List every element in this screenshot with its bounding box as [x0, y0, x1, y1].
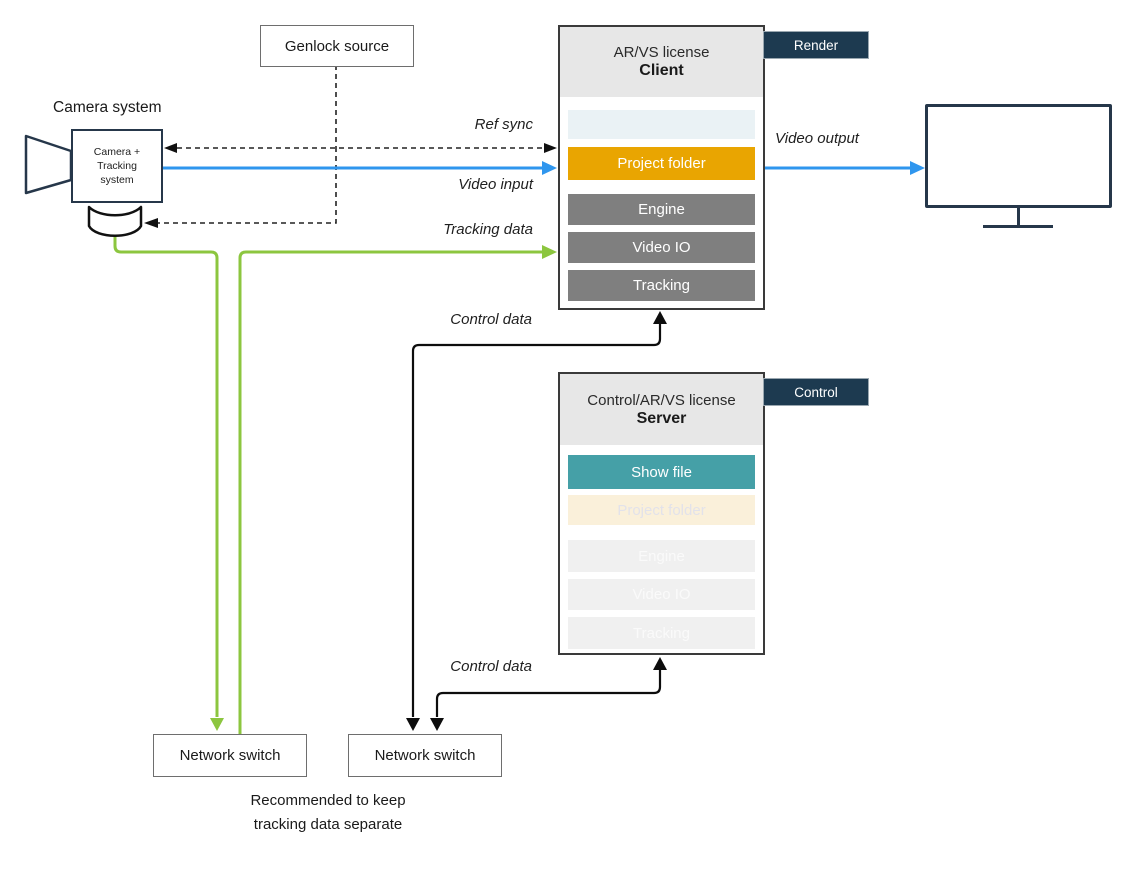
tracking-sensor-icon — [87, 205, 143, 237]
tracking-arrowheads — [210, 245, 557, 731]
server-row-show-file-label: Show file — [631, 463, 692, 481]
camera-box-line1: Camera + — [93, 146, 141, 158]
tracking-data-label: Tracking data — [443, 221, 533, 238]
control-switch-down-arrow1-icon — [406, 718, 420, 731]
genlock-to-sensor-line — [158, 147, 337, 224]
client-row-project-folder: Project folder — [568, 147, 755, 180]
client-row-engine: Engine — [568, 194, 755, 225]
control-arrowheads — [406, 311, 667, 731]
client-row-project-folder-label: Project folder — [617, 155, 706, 172]
genlock-sync-lines — [158, 65, 544, 224]
network-switch-left-box: Network switch — [153, 734, 307, 777]
sensor-sync-arrow-icon — [144, 218, 158, 228]
control-data-client-label: Control data — [450, 311, 532, 328]
video-input-arrow-icon — [542, 161, 557, 175]
tracking-note: Recommended to keep tracking data separa… — [203, 789, 453, 837]
server-row-engine: Engine — [568, 540, 755, 572]
server-row-project-folder-label: Project folder — [617, 501, 706, 519]
tracking-client-arrow-icon — [542, 245, 557, 259]
control-switch-down-arrow2-icon — [430, 718, 444, 731]
tracking-to-switch-line — [113, 236, 219, 717]
camera-icon: Camera + Tracking system — [71, 129, 163, 203]
control-tag: Control — [763, 378, 869, 406]
server-row-video-io: Video IO — [568, 579, 755, 610]
control-client-line — [411, 323, 662, 717]
camera-box-line3: system — [100, 174, 134, 186]
tracking-note-line1: Recommended to keep — [250, 792, 406, 809]
genlock-source-label: Genlock source — [284, 37, 390, 55]
server-row-video-io-label: Video IO — [632, 586, 691, 603]
camera-lens-icon — [24, 134, 73, 195]
client-row-show-file-placeholder — [568, 110, 755, 139]
video-arrowheads — [542, 161, 925, 175]
server-box: Control/AR/VS license Server Show file P… — [558, 372, 765, 655]
render-tag-label: Render — [793, 37, 839, 53]
server-role-label: Server — [636, 409, 687, 427]
client-box: AR/VS license Client Project folder Engi… — [558, 25, 765, 310]
control-tag-label: Control — [794, 384, 838, 400]
server-license-label: Control/AR/VS license — [587, 391, 736, 409]
monitor-stand-stem — [1017, 208, 1020, 226]
genlock-arrowheads — [144, 143, 557, 228]
server-header: Control/AR/VS license Server — [560, 374, 763, 445]
server-row-engine-label: Engine — [638, 547, 685, 565]
camera-box-line2: Tracking — [97, 160, 137, 172]
video-output-arrow-icon — [910, 161, 925, 175]
tracking-to-client-line — [238, 250, 542, 734]
server-row-tracking: Tracking — [568, 617, 755, 649]
network-switch-left-label: Network switch — [179, 747, 281, 764]
server-row-project-folder: Project folder — [568, 495, 755, 525]
monitor-icon — [925, 104, 1112, 208]
genlock-source-box: Genlock source — [260, 25, 414, 67]
server-row-show-file: Show file — [568, 455, 755, 489]
camera-system-label: Camera system — [53, 99, 162, 116]
render-tag: Render — [763, 31, 869, 59]
client-row-tracking: Tracking — [568, 270, 755, 301]
tracking-switch-arrow-icon — [210, 718, 224, 731]
server-row-tracking-label: Tracking — [633, 624, 690, 642]
tracking-lines — [113, 236, 542, 734]
client-role-label: Client — [639, 62, 684, 79]
client-license-label: AR/VS license — [613, 44, 710, 61]
client-row-video-io: Video IO — [568, 232, 755, 263]
client-header: AR/VS license Client — [560, 27, 763, 97]
network-switch-right-box: Network switch — [348, 734, 502, 777]
network-switch-right-label: Network switch — [374, 747, 476, 764]
control-client-up-arrow-icon — [653, 311, 667, 324]
control-server-line — [435, 669, 662, 717]
client-row-video-io-label: Video IO — [632, 239, 691, 256]
monitor-stand-base — [983, 225, 1053, 228]
control-lines — [411, 323, 662, 717]
client-row-engine-label: Engine — [638, 201, 685, 218]
ref-sync-label: Ref sync — [474, 116, 533, 133]
video-input-label: Video input — [458, 176, 533, 193]
ref-sync-arrow-left-icon — [164, 143, 177, 153]
tracking-note-line2: tracking data separate — [253, 816, 403, 833]
client-row-tracking-label: Tracking — [633, 277, 690, 294]
control-server-up-arrow-icon — [653, 657, 667, 670]
control-data-server-label: Control data — [450, 658, 532, 675]
video-output-label: Video output — [775, 130, 859, 147]
ref-sync-arrow-right-icon — [544, 143, 557, 153]
